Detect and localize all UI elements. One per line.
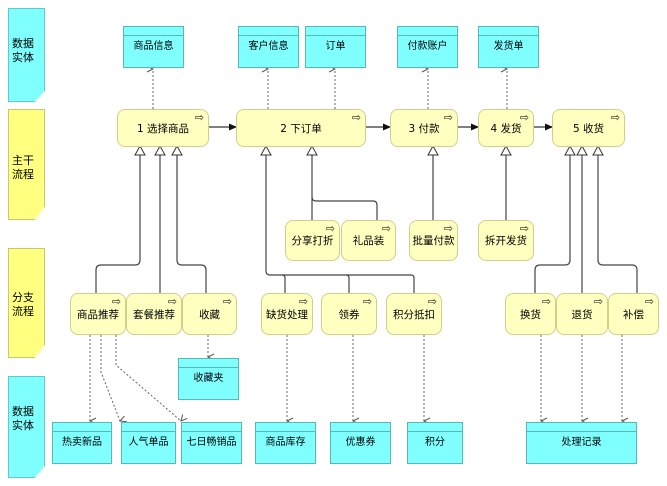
process-share-discount[interactable]: 分享打折⇨ [285, 220, 340, 261]
process-arrow-icon: ⇨ [351, 111, 361, 124]
process-arrow-icon: ⇨ [298, 295, 308, 308]
process-label: 补偿 [623, 308, 644, 321]
entity-payment-account[interactable]: 付款账户 [397, 26, 458, 68]
process-label: 套餐推荐 [133, 308, 175, 321]
process-label: 积分抵扣 [393, 308, 435, 321]
entity-customer-info[interactable]: 客户信息 [238, 26, 299, 68]
entity-shipping-note[interactable]: 发货单 [478, 26, 539, 68]
lane-data-entity-top: 数据 实体 [8, 8, 45, 102]
process-label: 退货 [571, 308, 593, 321]
process-select-product[interactable]: 1 选择商品 ⇨ [117, 109, 209, 147]
access-lines [90, 69, 622, 421]
entity-label: 处理记录 [561, 437, 602, 448]
entity-order[interactable]: 订单 [305, 26, 366, 68]
process-label: 领券 [338, 308, 360, 321]
process-arrow-icon: ⇨ [222, 295, 232, 308]
lane-branch-flow: 分支 流程 [8, 248, 45, 358]
process-arrow-icon: ⇨ [541, 295, 551, 308]
process-arrow-icon: ⇨ [644, 295, 654, 308]
process-arrow-icon: ⇨ [610, 111, 620, 124]
specialization-lines [95, 155, 638, 293]
lane-data-entity-bottom: 数据 实体 [8, 376, 45, 478]
process-pay[interactable]: 3 付款⇨ [390, 109, 458, 147]
process-compensate[interactable]: 补偿⇨ [608, 293, 659, 335]
entity-label: 客户信息 [248, 41, 289, 52]
specialization-triangles [134, 144, 604, 156]
process-batch-pay[interactable]: 批量付款⇨ [409, 220, 458, 261]
entity-label: 付款账户 [407, 41, 448, 52]
entity-label: 订单 [325, 41, 346, 52]
entity-label: 商品库存 [265, 437, 306, 448]
process-arrow-icon: ⇨ [519, 222, 529, 235]
entity-label: 商品信息 [133, 41, 174, 52]
process-label: 商品推荐 [77, 308, 119, 321]
process-label: 分享打折 [291, 235, 334, 247]
process-label: 礼品装 [352, 235, 385, 247]
entity-label: 七日畅销品 [186, 437, 237, 448]
process-arrow-icon: ⇨ [362, 295, 372, 308]
process-receive[interactable]: 5 收货 ⇨ [552, 109, 625, 147]
process-label: 收藏 [199, 308, 220, 321]
process-arrow-icon: ⇨ [519, 111, 529, 124]
process-label: 拆开发货 [485, 235, 527, 247]
process-ship[interactable]: 4 发货⇨ [478, 109, 534, 147]
entity-product-info[interactable]: 商品信息 [123, 26, 184, 68]
process-arrow-icon: ⇨ [593, 295, 603, 308]
entity-label: 热卖新品 [62, 437, 102, 448]
entity-seven-day-bestseller[interactable]: 七日畅销品 [181, 422, 242, 464]
entity-inventory[interactable]: 商品库存 [255, 422, 316, 464]
entity-favorites-folder[interactable]: 收藏夹 [178, 358, 239, 400]
process-label: 5 收货 [572, 122, 605, 135]
process-label: 2 下订单 [280, 122, 322, 135]
entity-label: 优惠券 [345, 437, 376, 448]
process-label: 4 发货 [490, 122, 522, 135]
process-label: 批量付款 [412, 235, 455, 247]
entity-handling-record[interactable]: 处理记录 [526, 422, 637, 464]
entity-points[interactable]: 积分 [407, 422, 463, 464]
process-split-ship[interactable]: 拆开发货⇨ [478, 220, 534, 261]
process-gift-pack[interactable]: 礼品装⇨ [341, 220, 396, 261]
process-label: 换货 [520, 308, 541, 321]
process-arrow-icon: ⇨ [111, 295, 121, 308]
entity-coupon[interactable]: 优惠券 [330, 422, 391, 464]
entity-hot-new[interactable]: 热卖新品 [52, 422, 112, 464]
process-bundle-recommend[interactable]: 套餐推荐⇨ [126, 293, 182, 335]
process-favorite[interactable]: 收藏⇨ [182, 293, 237, 335]
process-return[interactable]: 退货⇨ [556, 293, 608, 335]
process-label: 缺货处理 [266, 308, 308, 321]
process-arrow-icon: ⇨ [167, 295, 177, 308]
process-arrow-icon: ⇨ [325, 222, 335, 235]
process-claim-coupon[interactable]: 领券⇨ [321, 293, 377, 335]
process-arrow-icon: ⇨ [443, 222, 453, 235]
entity-label: 积分 [425, 437, 445, 448]
process-arrow-icon: ⇨ [443, 111, 453, 124]
process-label: 1 选择商品 [136, 122, 190, 135]
entity-label: 收藏夹 [193, 373, 224, 384]
entity-label: 发货单 [493, 41, 524, 52]
process-product-recommend[interactable]: 商品推荐⇨ [70, 293, 126, 335]
process-out-of-stock[interactable]: 缺货处理⇨ [261, 293, 313, 335]
entity-popular-item[interactable]: 人气单品 [121, 422, 176, 464]
process-label: 3 付款 [408, 122, 440, 135]
process-arrow-icon: ⇨ [194, 111, 204, 124]
process-points-deduct[interactable]: 积分抵扣⇨ [386, 293, 442, 335]
lane-main-flow: 主干 流程 [8, 109, 45, 220]
process-place-order[interactable]: 2 下订单 ⇨ [236, 109, 366, 147]
process-arrow-icon: ⇨ [381, 222, 391, 235]
entity-label: 人气单品 [128, 437, 169, 448]
process-exchange[interactable]: 换货⇨ [505, 293, 556, 335]
process-arrow-icon: ⇨ [427, 295, 437, 308]
